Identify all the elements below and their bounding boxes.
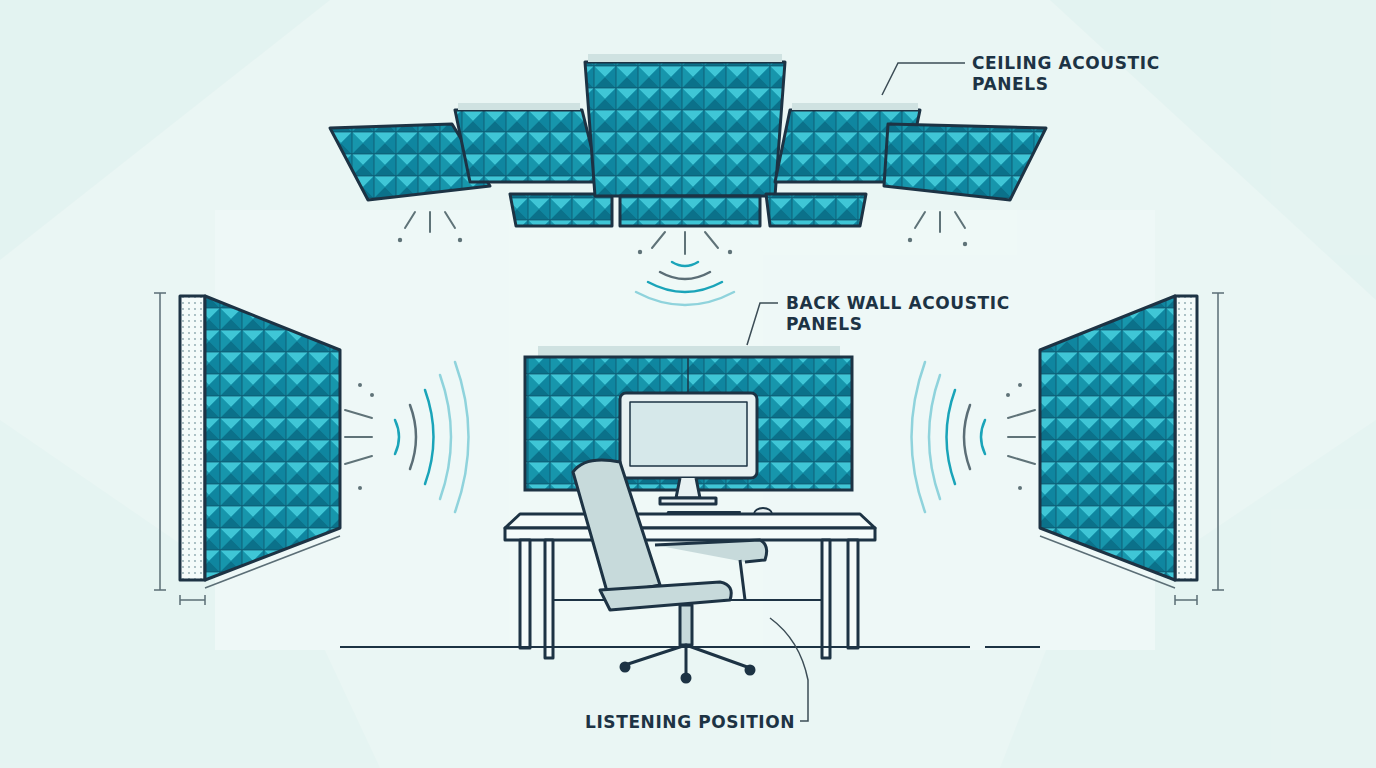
callout-label: BACK WALL ACOUSTIC PANELS <box>786 293 1086 335</box>
desk <box>505 393 875 658</box>
sound-waves <box>636 262 734 305</box>
callout-label: CEILING ACOUSTIC PANELS <box>972 53 1172 95</box>
dimension-brackets <box>154 293 1224 605</box>
chair <box>573 460 767 682</box>
callout-label: LISTENING POSITION <box>585 712 825 733</box>
sound-arrows <box>398 212 967 254</box>
sound-arrows <box>345 383 1035 490</box>
ceiling-panels <box>330 54 1046 226</box>
floor-line <box>340 646 1040 648</box>
leader-lines <box>747 63 965 721</box>
